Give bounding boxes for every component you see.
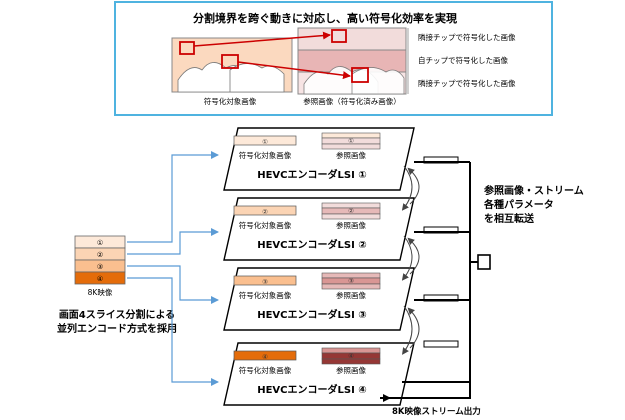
encoder-target-slice [233, 350, 297, 361]
encoder-target-number: ① [262, 138, 268, 146]
top-panel-title: 分割境界を跨ぐ動きに対応し、高い符号化効率を実現 [193, 11, 457, 25]
top-panel: 分割境界を跨ぐ動きに対応し、高い符号化効率を実現 符号化対象画像 参照画像（符号… [114, 1, 553, 116]
transfer-text-line-2: 各種パラメータ [483, 198, 554, 211]
encoder-title: HEVCエンコーダLSI ④ [257, 383, 367, 396]
encoder-target-number: ③ [262, 278, 268, 286]
input-distribution-arrows [127, 151, 219, 386]
encoder-card: ① ① 符号化対象画像 参照画像 HEVCエンコーダLSI ① [223, 127, 415, 191]
target-block-marker [179, 41, 195, 55]
encoder-ref-label: 参照画像 [336, 150, 366, 160]
encoder-ref-strip [321, 283, 381, 290]
encoder-target-label: 符号化対象画像 [239, 365, 292, 375]
input-label: 8K映像 [88, 287, 113, 297]
encoder-title: HEVCエンコーダLSI ② [257, 238, 367, 251]
encoder-ref-strip [321, 358, 381, 365]
encoder-target-label: 符号化対象画像 [239, 150, 292, 160]
mutual-transfer-arrow [401, 165, 420, 211]
encoder-card: ③ ③ 符号化対象画像 参照画像 HEVCエンコーダLSI ③ [223, 267, 415, 331]
encoder-ref-number: ③ [348, 277, 354, 285]
encoder-target-slice [233, 275, 297, 286]
transfer-text-line-3: を相互転送 [484, 212, 535, 225]
bus-port [423, 340, 459, 348]
reference-image-illustration [297, 27, 407, 95]
distribution-arrow-3 [127, 265, 219, 304]
input-slice-label: ② [97, 251, 103, 259]
encoder-ref-strip [321, 143, 381, 150]
output-connector [477, 254, 491, 270]
encoder-card: ② ② 符号化対象画像 参照画像 HEVCエンコーダLSI ② [223, 197, 415, 261]
encoder-title: HEVCエンコーダLSI ③ [257, 308, 367, 321]
method-text-line-1: 画面4スライス分割による [59, 308, 175, 321]
encoder-ref-label: 参照画像 [336, 220, 366, 230]
reference-image-caption: 参照画像（符号化済み画像） [303, 96, 401, 106]
target-image-caption: 符号化対象画像 [204, 96, 257, 106]
encoder-ref-number: ① [348, 137, 354, 145]
legend-item-neighbor-bottom: 隣接チップで符号化した画像 [418, 78, 516, 88]
method-text-line-2: 並列エンコード方式を採用 [57, 322, 177, 335]
input-8k-frame: ① ② ③ ④ 8K映像 [74, 235, 126, 297]
encoder-target-label: 符号化対象画像 [239, 290, 292, 300]
reference-block-marker-top [331, 29, 347, 43]
encoder-target-slice [233, 135, 297, 146]
input-slice-label: ④ [97, 275, 103, 283]
input-slice-label: ③ [97, 263, 103, 271]
encoder-card: ④ ④ 符号化対象画像 参照画像 HEVCエンコーダLSI ④ [223, 342, 415, 406]
transfer-text-line-1: 参照画像・ストリーム [484, 184, 584, 197]
distribution-arrow-1 [127, 151, 219, 243]
encoder-ref-label: 参照画像 [336, 290, 366, 300]
mutual-transfer-arrow [402, 305, 420, 355]
encoder-target-label: 符号化対象画像 [239, 220, 292, 230]
encoder-target-number: ② [262, 208, 268, 216]
legend-item-self: 自チップで符号化した画像 [418, 55, 508, 65]
target-image-illustration [171, 37, 293, 93]
encoder-target-slice [233, 205, 297, 216]
legend-item-neighbor-top: 隣接チップで符号化した画像 [418, 32, 516, 42]
distribution-arrow-2 [127, 228, 219, 255]
encoder-ref-strip [321, 213, 381, 220]
reference-block-marker-bottom [351, 67, 369, 83]
distribution-arrow-4 [127, 277, 219, 386]
encoder-ref-number: ② [348, 207, 354, 215]
encoder-title: HEVCエンコーダLSI ① [257, 168, 367, 181]
motion-vector-arrow [193, 31, 331, 47]
motion-vector-arrow [237, 61, 351, 80]
target-block-marker-2 [221, 54, 239, 69]
input-slice-label: ① [97, 239, 103, 247]
output-bus [380, 161, 478, 399]
encoder-ref-number: ④ [348, 352, 354, 360]
encoder-target-number: ④ [262, 353, 268, 361]
output-label: 8K映像ストリーム出力 [392, 406, 481, 417]
mutual-transfer-arrow [401, 235, 420, 281]
encoder-ref-label: 参照画像 [336, 365, 366, 375]
input-slice-4 [74, 271, 126, 285]
